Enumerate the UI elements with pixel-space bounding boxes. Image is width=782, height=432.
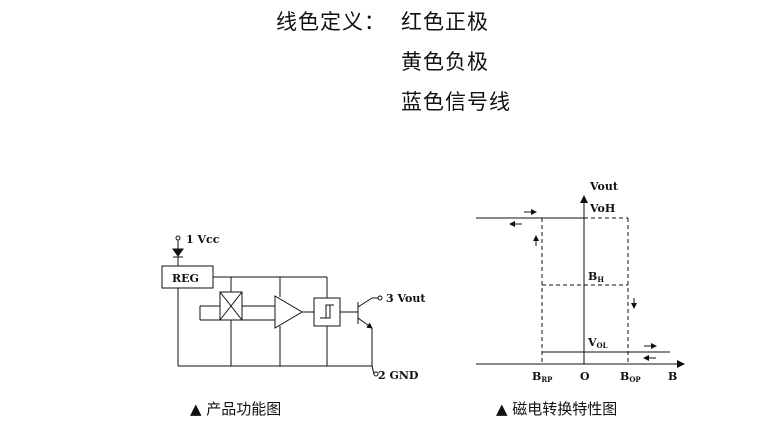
legend-title: 线色定义：: [276, 10, 386, 34]
pin1-terminal: [175, 235, 181, 241]
pin3-terminal: [377, 295, 383, 301]
pin2-label: 2 GND: [378, 369, 419, 382]
pin1-label: 1 Vcc: [186, 233, 220, 246]
schmitt-trigger: [313, 297, 341, 327]
x-axis-label: B: [668, 370, 677, 383]
bh-label: BH: [588, 270, 604, 284]
amplifier: [274, 295, 303, 329]
caption-function-diagram: ▲ 产品功能图: [190, 400, 282, 418]
diode-icon: [172, 248, 184, 257]
legend-red: 红色正极: [401, 10, 489, 34]
caption-hysteresis-diagram: ▲ 磁电转换特性图: [496, 400, 618, 418]
legend-blue: 蓝色信号线: [401, 90, 511, 114]
block-diagram: [161, 235, 383, 377]
origin-label: O: [580, 370, 590, 383]
hysteresis-chart: [476, 195, 685, 368]
pin3-label: 3 Vout: [386, 292, 426, 305]
y-axis-label: Vout: [589, 180, 619, 193]
voh-label: VoH: [589, 202, 615, 215]
vol-label: VOL: [587, 336, 608, 350]
legend-yellow: 黄色负极: [401, 50, 489, 74]
pin2-terminal: [373, 371, 379, 377]
bop-label: BOP: [620, 370, 641, 384]
reg-label: REG: [172, 272, 199, 285]
brp-label: BRP: [532, 370, 553, 384]
